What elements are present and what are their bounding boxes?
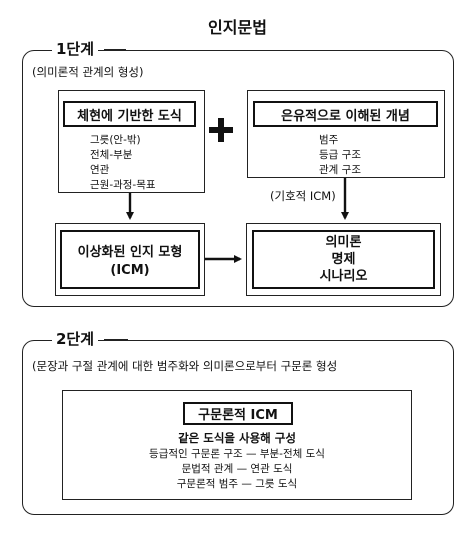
stage2-label-rule	[104, 339, 128, 341]
semantics-line-scenario: 시나리오	[319, 269, 368, 284]
schema-item-link: 연관	[90, 164, 110, 176]
schema-item-container: 그릇(안-밖)	[90, 134, 141, 146]
plus-icon	[209, 118, 233, 142]
stage2-subtitle: (문장과 구절 관계에 대한 범주화와 의미론으로부터 구문론 형성	[32, 359, 338, 373]
schema-item-part-whole: 전체-부분	[90, 149, 133, 161]
embodied-schema-header: 체현에 기반한 도식	[63, 101, 196, 127]
stage1-label-rule	[104, 49, 126, 51]
stage1-subtitle: (의미론적 관계의 형성)	[32, 65, 144, 79]
semantics-line-proposition: 명제	[331, 252, 356, 267]
concept-item-scale-structure: 등급 구조	[319, 149, 361, 161]
syntactic-icm-lines: 등급적인 구문론 구조 — 부분-전체 도식 문법적 관계 — 연관 도식 구문…	[62, 447, 412, 492]
diagram-title: 인지문법	[208, 18, 267, 37]
schema-item-source-path-goal: 근원-과정-목표	[90, 179, 156, 191]
stage2-frame	[22, 340, 454, 515]
concept-item-category: 범주	[319, 134, 339, 146]
metaphor-concept-list: 범주 등급 구조 관계 구조	[319, 133, 361, 178]
syntactic-line-category: 구문론적 범주 — 그릇 도식	[176, 478, 298, 490]
icm-line1: 이상화된 인지 모형	[77, 245, 183, 260]
icm-line2: (ICM)	[110, 263, 150, 278]
icm-inner-box: 이상화된 인지 모형 (ICM)	[60, 230, 200, 289]
metaphor-concept-header: 은유적으로 이해된 개념	[253, 101, 438, 127]
syntactic-icm-header: 구문론적 ICM	[183, 402, 293, 425]
semantics-line-semantics: 의미론	[325, 235, 362, 250]
stage2-label: 2단계	[52, 328, 99, 349]
stage1-label: 1단계	[52, 38, 99, 59]
syntactic-line-grammatical-relation: 문법적 관계 — 연관 도식	[181, 463, 293, 475]
stage1-frame	[22, 50, 454, 307]
embodied-schema-list: 그릇(안-밖) 전체-부분 연관 근원-과정-목표	[90, 133, 156, 193]
syntactic-line-scale: 등급적인 구문론 구조 — 부분-전체 도식	[149, 448, 325, 460]
semantics-inner-box: 의미론 명제 시나리오	[252, 230, 435, 289]
symbolic-icm-label: (기호적 ICM)	[270, 189, 336, 203]
concept-item-relational-structure: 관계 구조	[319, 164, 361, 176]
syntactic-icm-lead: 같은 도식을 사용해 구성	[178, 431, 296, 445]
